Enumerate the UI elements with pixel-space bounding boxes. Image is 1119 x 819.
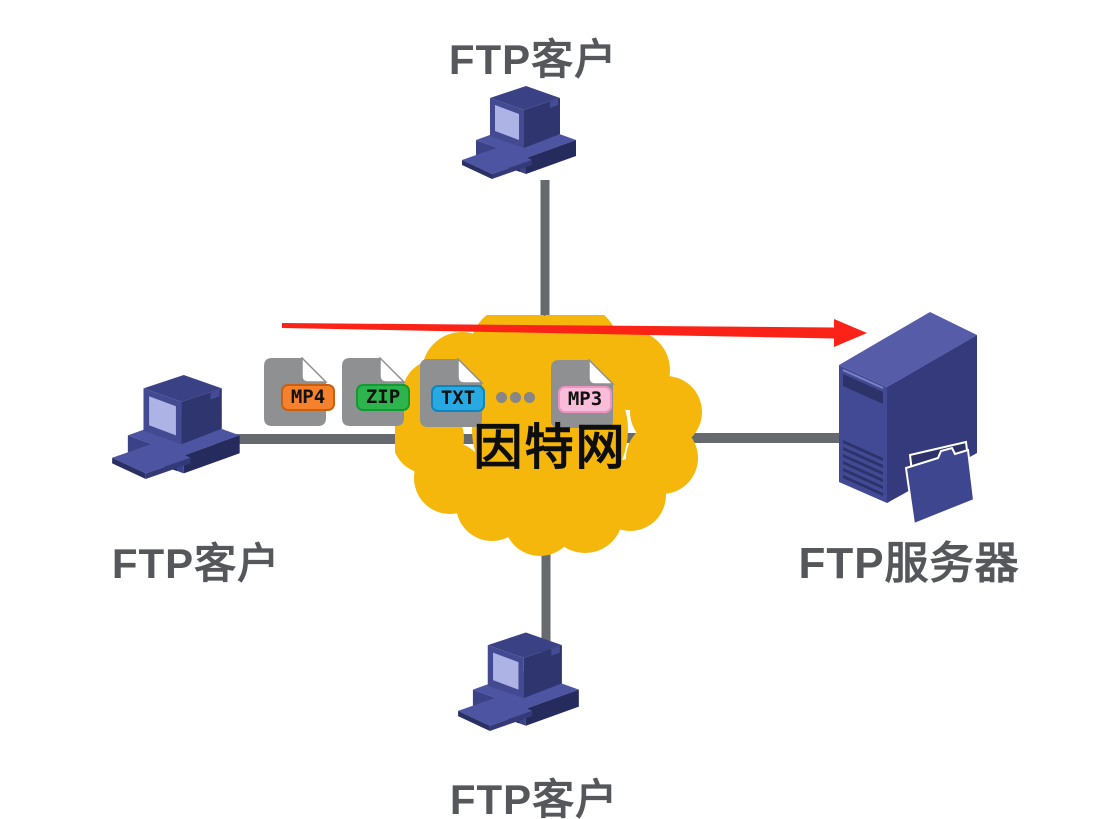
server-icon bbox=[838, 311, 978, 525]
file-chip-zip: ZIP bbox=[356, 384, 410, 411]
file-chip-txt: TXT bbox=[431, 385, 485, 412]
computer-icon bbox=[462, 85, 577, 180]
computer-icon bbox=[112, 374, 241, 480]
client-bottom-label: FTP客户 bbox=[449, 776, 619, 819]
ellipsis-icon bbox=[496, 392, 535, 403]
file-chip-mp4: MP4 bbox=[281, 384, 335, 411]
server-label: FTP服务器 bbox=[798, 539, 1020, 588]
file-chip-mp3: MP3 bbox=[558, 386, 612, 413]
client-left-label: FTP客户 bbox=[111, 540, 281, 587]
internet-cloud-label: 因特网 bbox=[473, 421, 627, 475]
client-top-label: FTP客户 bbox=[448, 36, 618, 83]
computer-icon bbox=[458, 631, 580, 732]
